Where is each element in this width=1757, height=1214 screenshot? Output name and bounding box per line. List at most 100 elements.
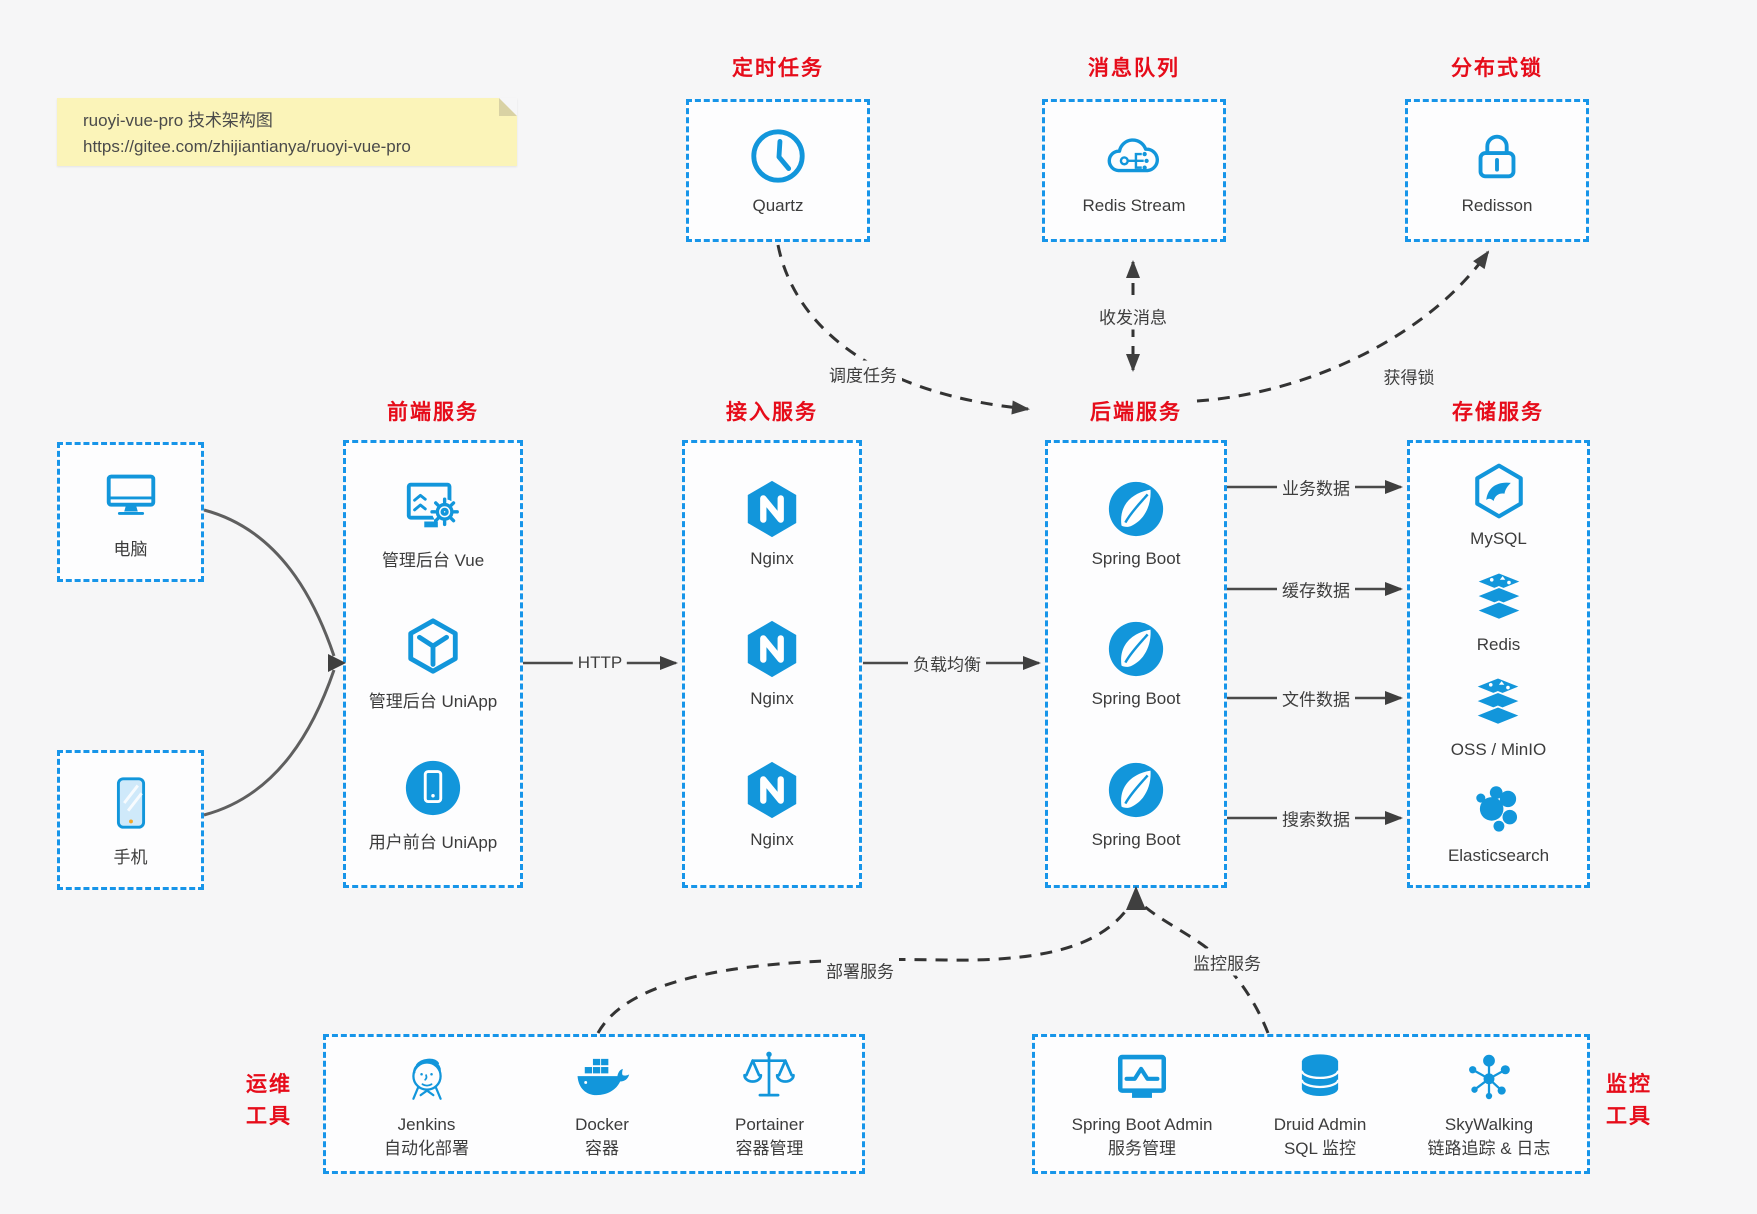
elasticsearch-icon [1469,779,1527,837]
group-message-queue: Redis Stream [1042,99,1226,242]
edge-label-deploy: 部署服务 [821,956,899,984]
node-label-line2: 容器 [584,1138,619,1158]
node-phone: 手机 [100,772,162,868]
title-access: 接入服务 [726,401,818,424]
note-title: ruoyi-vue-pro 技术架构图 [83,111,273,130]
node-portainer: Portainer 容器管理 [735,1048,804,1161]
node-label: 手机 [113,848,148,867]
group-monitor-tools: Spring Boot Admin 服务管理 Druid Admin SQL 监… [1032,1034,1590,1174]
user-app-icon [402,757,464,819]
node-oss-minio: OSS / MinIO [1451,673,1546,760]
group-scheduled-tasks: Quartz [686,99,870,242]
node-label: Nginx [750,689,794,709]
node-spring-boot-2: Spring Boot [1091,618,1181,709]
edge-label-monitor: 监控服务 [1188,948,1266,976]
node-label-line2: 服务管理 [1108,1138,1177,1158]
title-distributed-lock: 分布式锁 [1451,57,1543,80]
phone-icon [100,772,162,834]
edge-label-http: HTTP [572,652,628,674]
node-label-line1: Druid Admin [1273,1114,1367,1134]
node-label: Spring Boot Admin 服务管理 [1072,1113,1213,1161]
edge-label-business-data: 业务数据 [1277,473,1355,501]
portainer-icon [740,1048,798,1106]
node-jenkins: Jenkins 自动化部署 [384,1048,469,1161]
title-backend: 后端服务 [1090,401,1182,424]
node-label-line2: SQL 监控 [1283,1138,1357,1158]
node-docker: Docker 容器 [573,1048,631,1161]
spring-boot-icon [1105,759,1167,821]
edge-schedule-tasks [776,244,1030,415]
node-redisson: Redisson [1462,125,1532,216]
node-label: MySQL [1470,529,1527,549]
node-label: Jenkins 自动化部署 [384,1113,469,1161]
node-label: Nginx [750,548,794,568]
node-label-line1: Jenkins [397,1114,456,1134]
node-label-line2: 链路追踪 & 日志 [1427,1138,1551,1158]
node-druid-admin: Druid Admin SQL 监控 [1273,1048,1367,1161]
node-label: Redis Stream [1082,196,1186,215]
node-nginx-2: Nginx [741,618,803,709]
title-line: 工具 [1606,1104,1652,1128]
edge-label-file-data: 文件数据 [1277,684,1355,712]
node-label: OSS / MinIO [1450,740,1547,760]
title-storage: 存储服务 [1452,401,1544,424]
uniapp-cube-icon [402,616,464,678]
group-backend: Spring Boot Spring Boot Spring Boot [1045,440,1227,888]
title-frontend: 前端服务 [387,401,479,424]
group-distributed-lock: Redisson [1405,99,1589,242]
client-desktop-box: 电脑 [57,442,204,582]
node-label: Spring Boot [1091,830,1181,850]
client-phone-box: 手机 [57,750,204,890]
node-nginx-1: Nginx [741,478,803,569]
node-redis-stream: Redis Stream [1082,125,1186,216]
edge-label-search-data: 搜索数据 [1277,804,1355,832]
title-line: 工具 [246,1104,292,1128]
spring-boot-icon [1105,478,1167,540]
node-label-line2: 自动化部署 [384,1138,469,1158]
node-label: Portainer 容器管理 [735,1113,804,1161]
node-label: Elasticsearch [1447,845,1550,865]
lock-icon [1466,125,1528,187]
storage-stack-icon [1469,673,1527,731]
node-quartz: Quartz [747,125,809,216]
jenkins-icon [398,1048,456,1106]
group-ops-tools: Jenkins 自动化部署 Docker 容器 Portainer 容器管理 [323,1034,865,1174]
nginx-icon [741,478,803,540]
spring-boot-admin-icon [1113,1048,1171,1106]
node-label: Docker 容器 [575,1113,629,1161]
node-spring-boot-3: Spring Boot [1091,759,1181,850]
edge-label-schedule: 调度任务 [824,360,902,388]
node-skywalking: SkyWalking 链路追踪 & 日志 [1428,1048,1551,1161]
edge-desktop-to-frontend [203,508,336,657]
cloud-stream-icon [1103,125,1165,187]
spring-boot-icon [1105,618,1167,680]
node-label-line1: Portainer [735,1114,804,1134]
node-label: 管理后台 UniApp [368,691,498,711]
node-admin-vue: 管理后台 Vue [382,475,484,571]
node-nginx-3: Nginx [741,759,803,850]
desktop-icon [100,464,162,526]
node-label: Spring Boot [1091,689,1181,709]
edge-label-messages: 收发消息 [1094,302,1172,330]
edge-label-cache-data: 缓存数据 [1277,575,1355,603]
title-ops-tools: 运维 工具 [246,1069,292,1132]
nginx-icon [741,759,803,821]
node-label: SkyWalking 链路追踪 & 日志 [1428,1113,1551,1161]
node-label: Spring Boot [1091,548,1181,568]
node-user-uniapp: 用户前台 UniApp [369,757,497,853]
title-scheduled-tasks: 定时任务 [732,57,824,80]
title-message-queue: 消息队列 [1088,57,1180,80]
docker-icon [573,1048,631,1106]
edge-bottom-arrowhead [1126,886,1146,910]
mysql-icon [1470,462,1528,520]
note-url: https://gitee.com/zhijiantianya/ruoyi-vu… [83,136,411,156]
node-label: Quartz [752,196,804,215]
redis-stack-icon [1470,568,1528,626]
node-desktop: 电脑 [100,464,162,560]
node-mysql: MySQL [1470,462,1528,549]
skywalking-icon [1460,1048,1518,1106]
node-label: 管理后台 Vue [381,551,485,571]
node-admin-uniapp: 管理后台 UniApp [369,616,497,712]
nginx-icon [741,618,803,680]
